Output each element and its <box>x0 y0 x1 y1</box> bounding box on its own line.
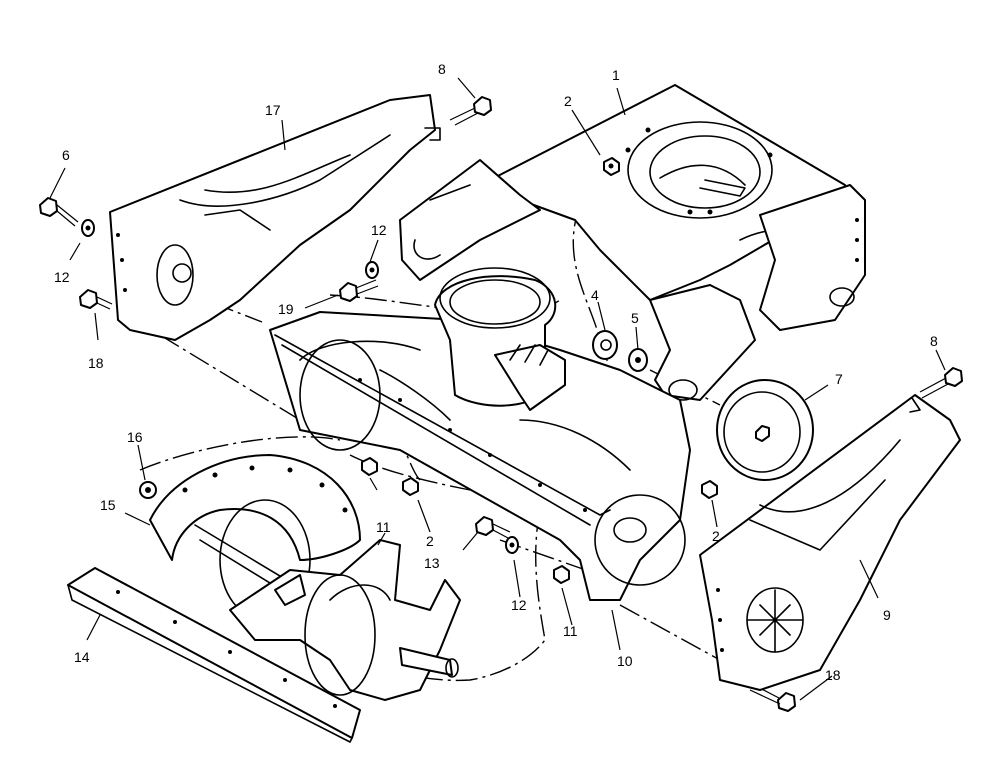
callout-5: 5 <box>631 310 639 326</box>
callout-15: 15 <box>100 497 116 513</box>
leader-lines <box>49 77 946 701</box>
hex-nut-2-right <box>701 480 718 499</box>
bolt-18-left <box>79 289 98 309</box>
callout-11: 11 <box>376 519 391 535</box>
hex-nuts <box>361 157 718 584</box>
left-side-cover <box>109 94 441 341</box>
callout-6: 6 <box>62 147 70 163</box>
chute-collar <box>434 267 566 411</box>
callout-1: 1 <box>612 67 620 83</box>
callout-2: 2 <box>564 93 572 109</box>
callout-2: 2 <box>426 533 434 549</box>
hex-nut-2-mid <box>402 477 419 496</box>
callout-14: 14 <box>74 649 90 665</box>
auger-assembly <box>149 454 461 701</box>
callout-18: 18 <box>825 667 841 683</box>
bearing-flange-4 <box>592 330 618 360</box>
hex-nut-11-a <box>361 457 378 476</box>
bolt-8-right <box>944 367 963 387</box>
callout-18: 18 <box>88 355 104 371</box>
bolt-18-right <box>777 692 796 712</box>
callout-labels: 1 2 4 5 6 7 8 8 9 10 11 11 12 12 12 13 1… <box>54 61 938 683</box>
callout-9: 9 <box>883 607 891 623</box>
bolt-19 <box>339 282 358 302</box>
callout-8: 8 <box>930 333 938 349</box>
callout-11: 11 <box>563 623 578 639</box>
callout-12: 12 <box>371 222 387 238</box>
callout-7: 7 <box>835 371 843 387</box>
callout-10: 10 <box>617 653 633 669</box>
bolt-8-top <box>473 96 492 116</box>
callout-16: 16 <box>127 429 143 445</box>
bolt-13 <box>475 516 494 536</box>
callout-8: 8 <box>438 61 446 77</box>
hex-nut-11-b <box>553 565 570 584</box>
callout-17: 17 <box>265 102 281 118</box>
pulley <box>716 379 814 481</box>
callout-19: 19 <box>278 301 294 317</box>
right-side-cover <box>699 394 961 691</box>
callout-2: 2 <box>712 528 720 544</box>
auger-housing <box>269 311 691 601</box>
fasteners <box>39 96 963 712</box>
callout-12: 12 <box>511 597 527 613</box>
engine-mount-frame <box>399 84 866 401</box>
scraper-bar <box>67 567 361 743</box>
bolt-6 <box>39 197 58 217</box>
callout-13: 13 <box>424 555 440 571</box>
callout-12: 12 <box>54 269 70 285</box>
callout-4: 4 <box>591 287 599 303</box>
